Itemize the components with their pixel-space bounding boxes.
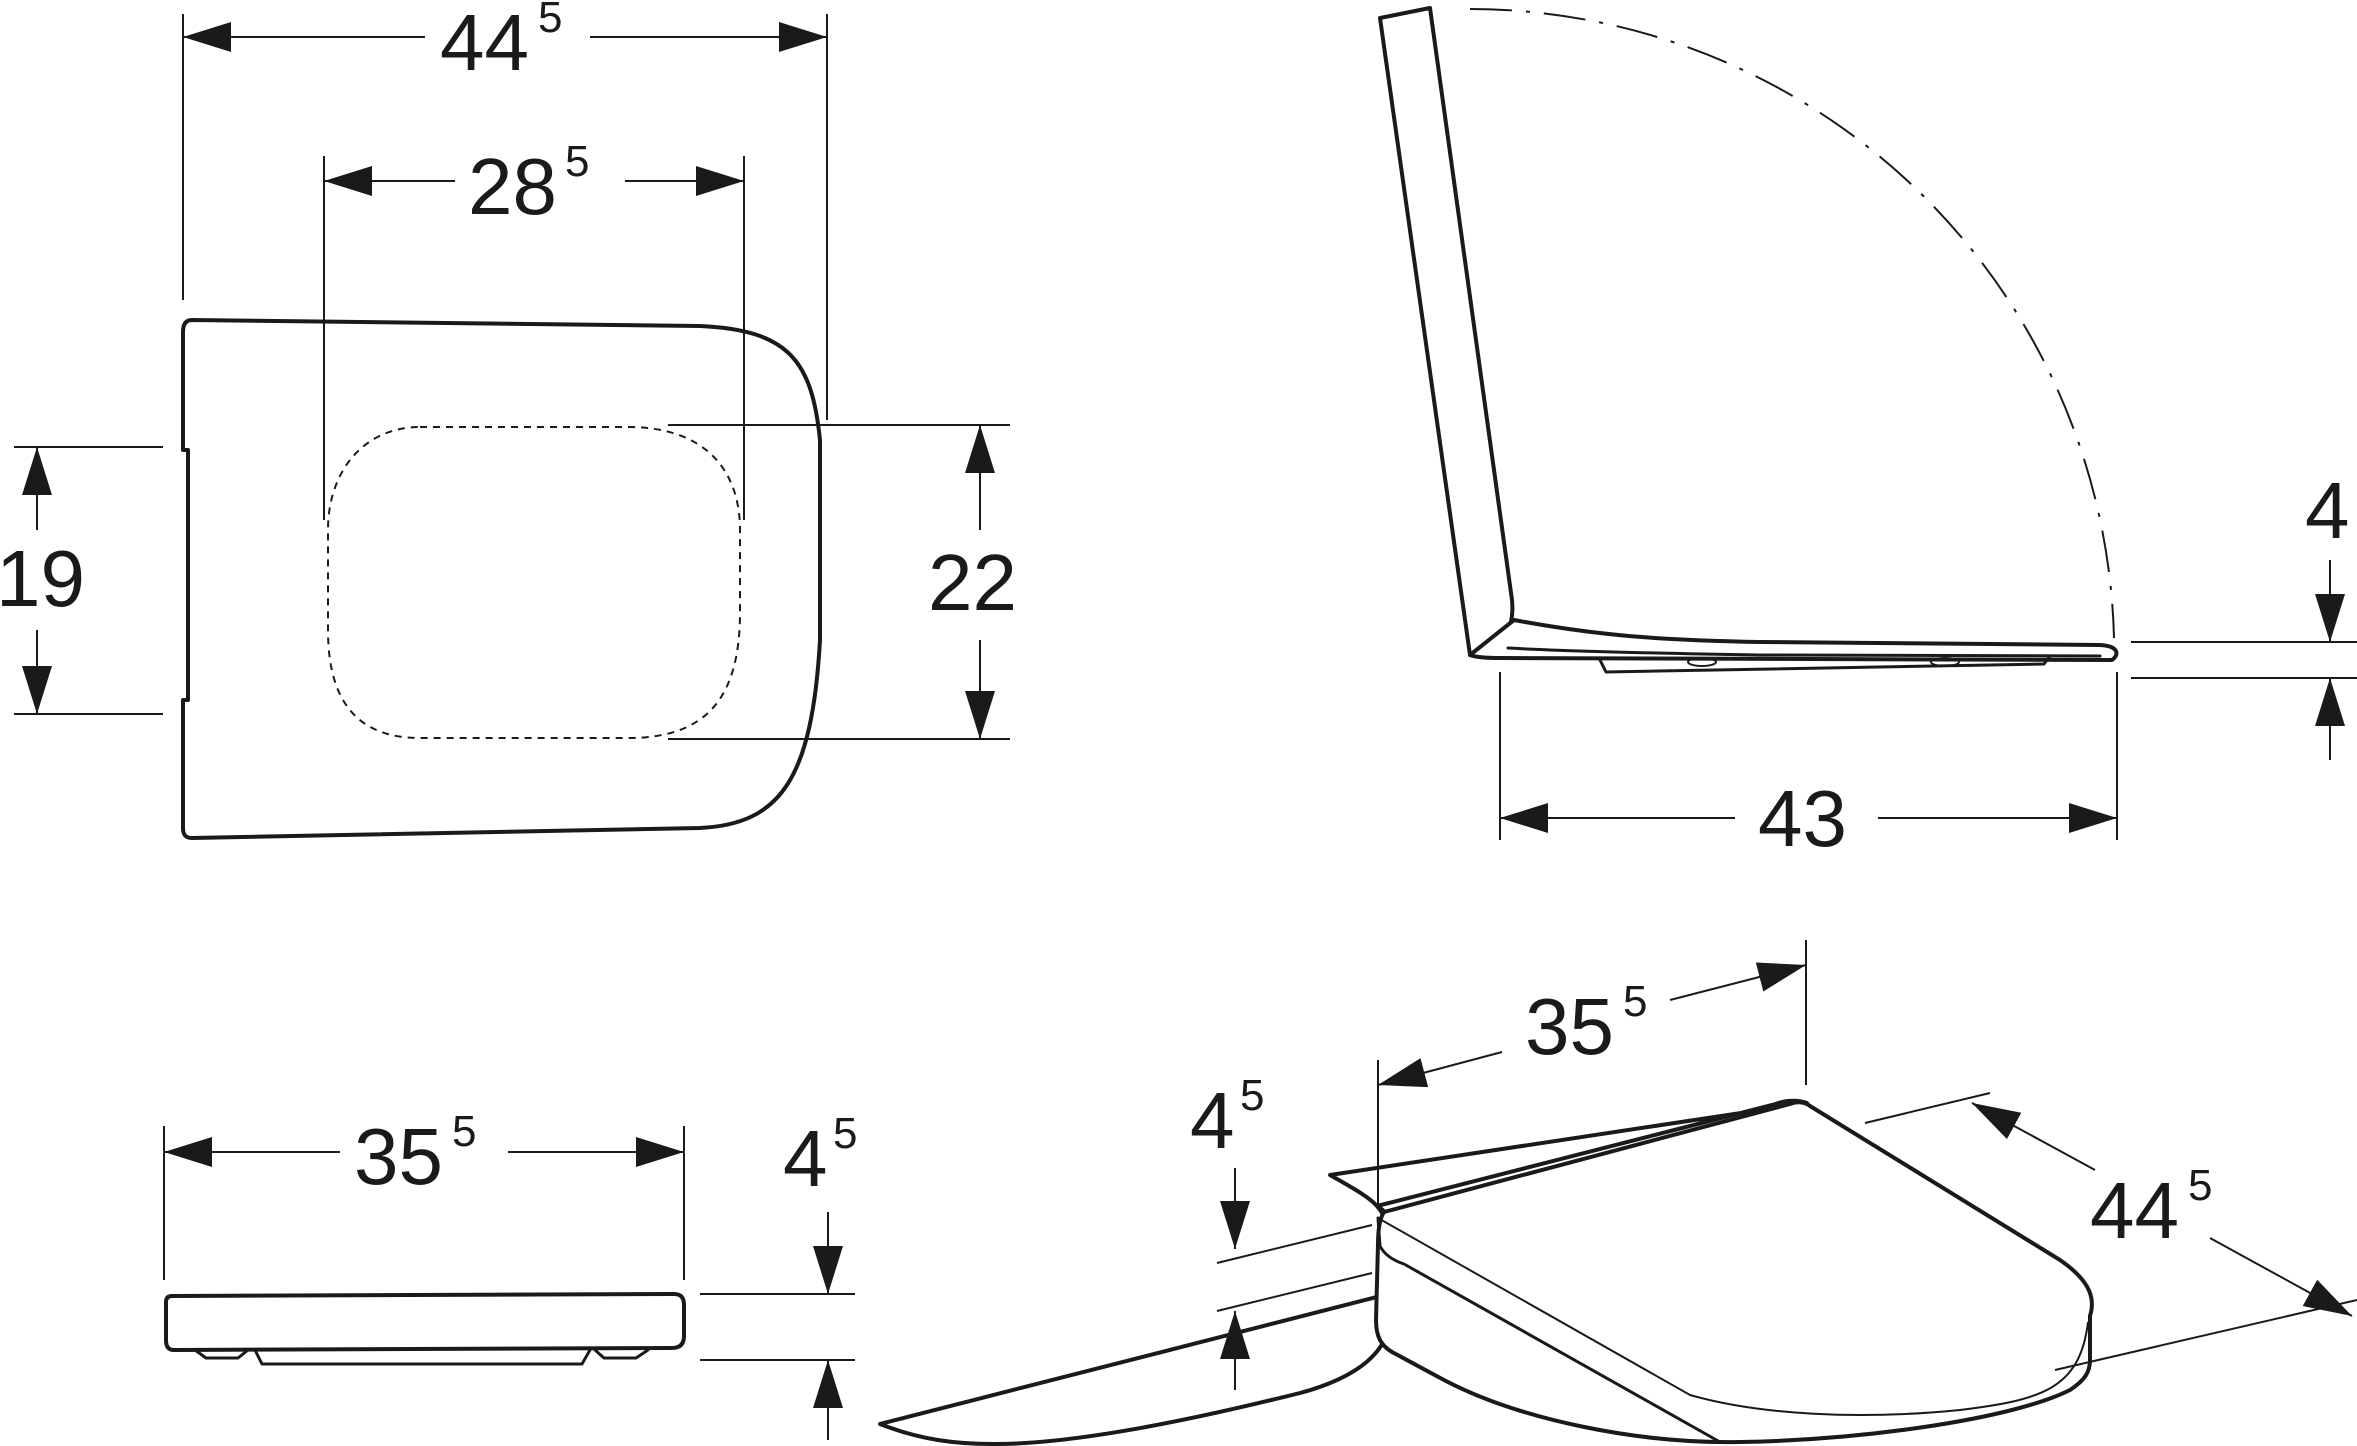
dim-iso-height-sup: 5 (1240, 1071, 1264, 1120)
dim-width-overall: 44 (440, 0, 529, 87)
lid-raised (1378, 6, 1515, 657)
dim-iso-width-sup: 5 (1623, 977, 1647, 1026)
front-view: 35 5 4 5 (163, 1107, 857, 1440)
dim-opening-depth: 22 (928, 538, 1017, 627)
seat-underside (1598, 654, 2052, 674)
dim-width-opening: 28 (468, 142, 557, 231)
dim-depth: 43 (1758, 774, 1847, 863)
dim-iso-width: 35 (1525, 982, 1614, 1071)
iso-view: 35 5 4 5 44 5 (878, 940, 2357, 1446)
seat-front (164, 1292, 686, 1352)
dim-front-width-sup: 5 (452, 1107, 476, 1156)
dim-front-height-sup: 5 (833, 1109, 857, 1158)
dim-front-height: 4 (783, 1114, 828, 1203)
dim-width-overall-sup: 5 (538, 0, 562, 42)
dim-iso-height: 4 (1190, 1076, 1235, 1165)
seat-side (1468, 618, 2119, 662)
dim-hinge-span: 19 (0, 534, 85, 623)
swing-arc (1469, 8, 2115, 639)
dim-width-opening-sup: 5 (565, 137, 589, 186)
seat-outline-top (181, 318, 822, 840)
dim-iso-length: 44 (2090, 1166, 2179, 1255)
seat-iso-top-edge (1376, 1216, 1722, 1444)
dim-iso-length-sup: 5 (2188, 1161, 2212, 1210)
dim-thickness: 4 (2305, 466, 2350, 555)
dim-front-width: 35 (354, 1112, 443, 1201)
top-view: 44 5 28 5 19 22 (0, 0, 1017, 840)
seat-opening-dashed (327, 426, 741, 739)
side-view: 43 4 (1378, 6, 2357, 863)
